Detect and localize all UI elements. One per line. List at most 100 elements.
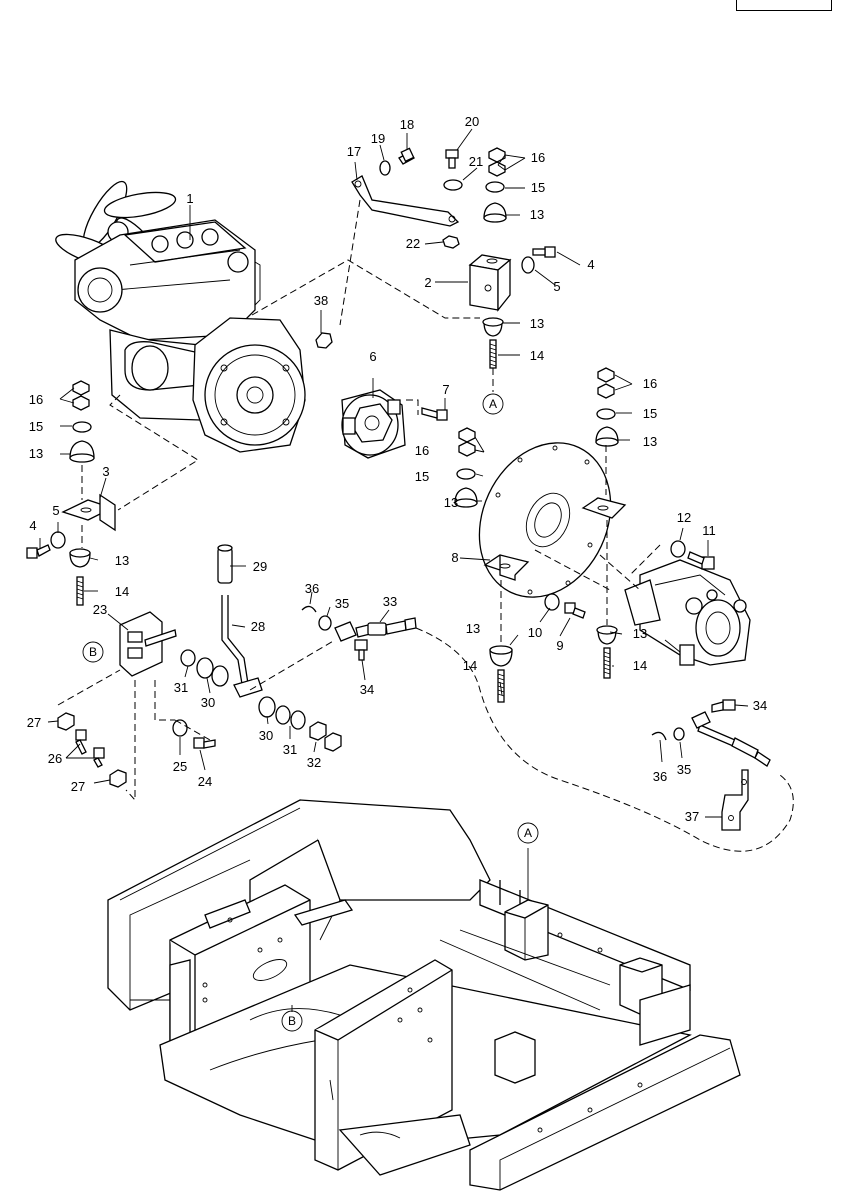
callout-15: 15 [531,180,545,195]
stud-14-right [603,647,611,679]
bracket-37 [721,769,749,831]
bolt-24 [193,737,216,749]
nut-32b [324,732,342,752]
nut-27b [109,769,127,788]
callout-37: 37 [685,809,699,824]
mount-13-left-lower [489,645,513,655]
ref-b-bracket: B [82,641,104,663]
callout-33: 33 [383,594,397,609]
corner-box [736,0,832,11]
washer-19 [379,160,391,176]
callout-35: 35 [335,596,349,611]
bracket-3 [61,493,116,532]
ref-a-frame: A [517,822,539,844]
callout-38: 38 [314,293,328,308]
callout-30: 30 [259,728,273,743]
callout-9: 9 [556,638,563,653]
bolt-26a [75,729,87,755]
bolt-34b [711,699,736,713]
engine [55,180,306,453]
callout-1: 1 [186,191,193,206]
callout-19: 19 [371,131,385,146]
washer-30b [258,696,276,718]
callout-18: 18 [400,117,414,132]
callout-13: 13 [530,207,544,222]
callout-5: 5 [52,503,59,518]
callout-32: 32 [307,755,321,770]
callout-14: 14 [115,584,129,599]
coupling-6 [341,389,406,459]
callout-27: 27 [71,779,85,794]
callout-25: 25 [173,759,187,774]
leader-lines [39,128,749,900]
callout-28: 28 [251,619,265,634]
callout-13: 13 [633,626,647,641]
callout-13: 13 [530,316,544,331]
callout-31: 31 [174,680,188,695]
callout-7: 7 [442,382,449,397]
bolt-7 [421,407,448,421]
bolt-20 [445,149,459,169]
callout-12: 12 [677,510,691,525]
bolt-9 [564,602,586,619]
mount-stack-left [69,380,95,463]
nut-22 [442,235,460,249]
bolt-4-left [26,544,51,559]
callout-3: 3 [102,464,109,479]
callout-13: 13 [115,553,129,568]
frame [107,799,741,1191]
mount-13-left [69,548,91,558]
callout-31: 31 [283,742,297,757]
callout-8: 8 [451,550,458,565]
washer-31b [290,710,306,730]
callout-10: 10 [528,625,542,640]
svg-text:A: A [489,397,497,411]
callout-16: 16 [415,443,429,458]
bracket-23 [119,611,177,677]
callout-4: 4 [29,518,36,533]
callout-13: 13 [444,495,458,510]
callout-16: 16 [531,150,545,165]
mount-stack-top [483,147,507,223]
svg-text:B: B [89,645,97,659]
callout-15: 15 [29,419,43,434]
washer-5-left [50,531,66,549]
callout-13: 13 [29,446,43,461]
ref-a-top: A [482,393,504,415]
callout-17: 17 [347,144,361,159]
bolt-4-right [532,246,556,258]
callout-14: 14 [463,658,477,673]
washer-35a [318,615,332,631]
callout-22: 22 [406,236,420,251]
svg-text:A: A [524,826,532,840]
callout-2: 2 [424,275,431,290]
hydraulic-pump [624,559,751,666]
bolt-18 [398,147,415,165]
callout-14: 14 [530,348,544,363]
callout-21: 21 [469,154,483,169]
washer-12 [670,540,686,558]
callout-23: 23 [93,602,107,617]
bolt-26b [93,747,105,768]
washer-30a [196,657,214,679]
callout-5: 5 [553,279,560,294]
mount-stack-right [595,367,619,495]
callout-34: 34 [753,698,767,713]
plate-8 [478,442,627,598]
nut-32a [309,721,327,741]
washer-5-right [521,256,535,274]
washer-31a [180,649,196,667]
callout-16: 16 [29,392,43,407]
washer-21 [443,179,463,191]
callout-4: 4 [587,257,594,272]
callout-13: 13 [643,434,657,449]
mount-stack-mid [454,427,478,508]
callout-27: 27 [27,715,41,730]
callout-29: 29 [253,559,267,574]
washer-35b [673,727,685,741]
callout-30: 30 [201,695,215,710]
ref-b-frame: B [281,1010,303,1032]
washer-10 [544,593,560,611]
pin-36b [651,731,667,741]
